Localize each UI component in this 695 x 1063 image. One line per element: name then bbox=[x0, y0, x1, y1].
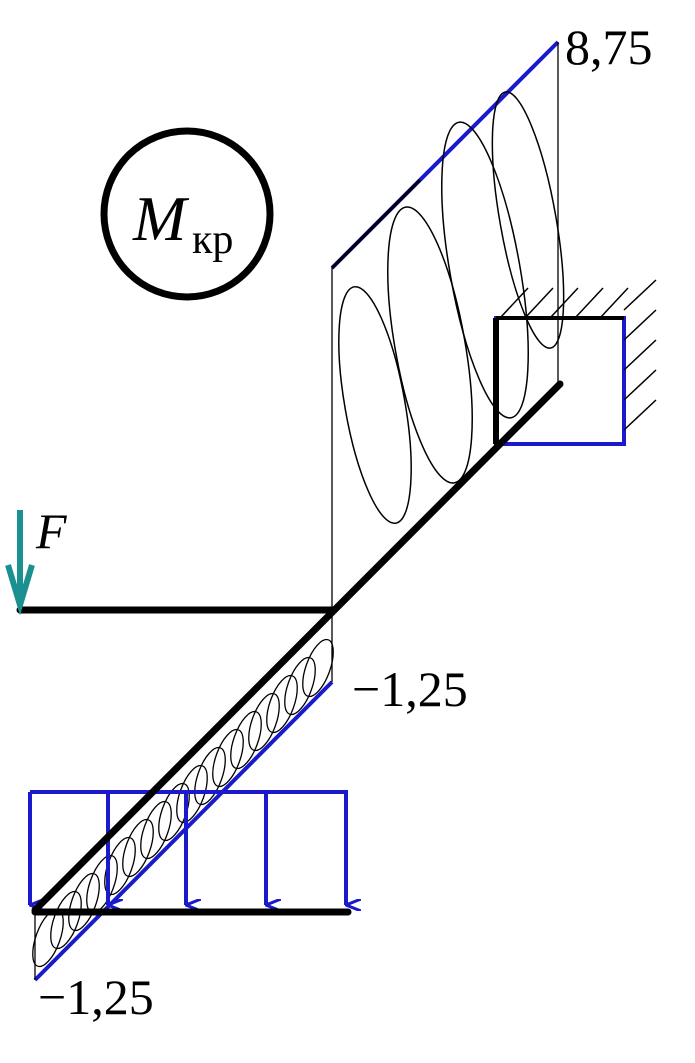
force-arrow-head bbox=[5, 564, 35, 616]
support-hatching bbox=[499, 279, 657, 431]
lower-diagram-edge bbox=[33, 680, 334, 982]
force-label: F bbox=[35, 503, 67, 559]
lower-spiral-hatch bbox=[32, 638, 334, 968]
diagonal-beam bbox=[31, 380, 564, 914]
symbol-letter: M bbox=[132, 183, 190, 254]
symbol-subscript: кр bbox=[192, 217, 233, 263]
value-bottom: −1,25 bbox=[38, 969, 154, 1025]
value-top: 8,75 bbox=[565, 19, 653, 75]
upper-spiral-hatch bbox=[338, 91, 565, 525]
distributed-load bbox=[28, 790, 348, 905]
torque-symbol: M кр bbox=[100, 127, 274, 301]
symbol-circle bbox=[100, 127, 274, 301]
upper-diagram-area bbox=[330, 40, 624, 610]
force-f: F bbox=[5, 503, 67, 616]
value-middle: −1,25 bbox=[352, 661, 468, 717]
frame bbox=[16, 380, 564, 916]
lower-diagram-area bbox=[32, 610, 334, 982]
